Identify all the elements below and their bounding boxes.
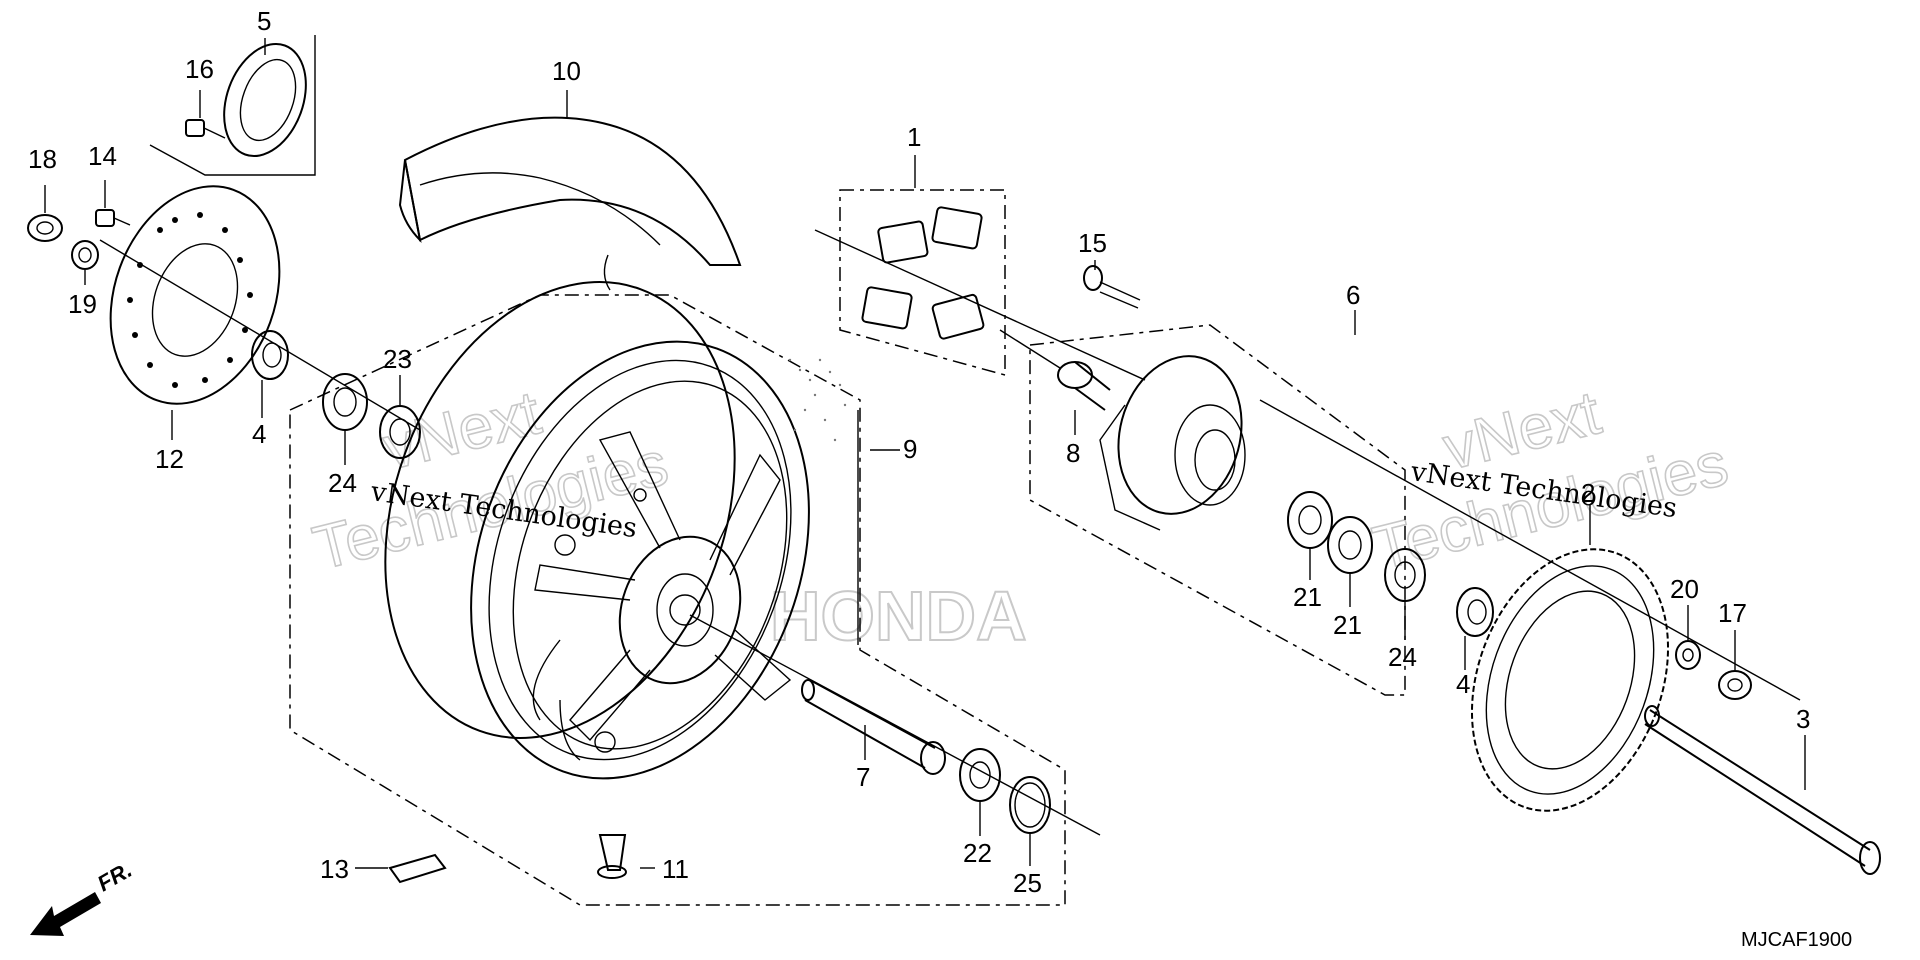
callout-22: 22: [963, 838, 992, 868]
callout-11: 11: [662, 854, 689, 884]
tire-part: [398, 116, 742, 291]
brake-disc-part: [109, 185, 281, 405]
damper-line-2: [999, 329, 1061, 369]
callout-25: 25: [1013, 868, 1042, 898]
wheel-assembly-outline: [289, 294, 1066, 906]
bearing-21-a-part: [1287, 491, 1333, 549]
bearing-22-part: [959, 748, 1001, 802]
hub-shading: [788, 358, 847, 442]
diagram-code: MJCAF1900: [1741, 929, 1852, 951]
bolt-14-part: [95, 209, 131, 227]
sensor-ring-box: [149, 35, 316, 176]
callout-1: 1: [907, 122, 921, 152]
callout-18: 18: [28, 144, 57, 174]
seal-23-part: [379, 405, 421, 459]
collar-4-left-part: [251, 330, 289, 380]
callout-10: 10: [552, 56, 581, 86]
callout-6: 6: [1346, 280, 1360, 310]
callout-5: 5: [257, 6, 271, 36]
callout-9: 9: [903, 434, 917, 464]
valve-11-part: [597, 834, 627, 879]
distance-collar-7-part: [801, 679, 946, 775]
balance-weight-13-part: [388, 853, 447, 884]
collar-8-part: [1057, 361, 1111, 411]
sensor-ring-part: [223, 42, 307, 158]
nut-18-part: [27, 214, 63, 242]
final-driven-flange-part: [1099, 355, 1246, 531]
front-arrow-icon: [30, 892, 101, 936]
axle-line-right: [689, 614, 1101, 836]
axle-line-hub: [1259, 399, 1801, 701]
front-direction-indicator: FR.: [30, 857, 136, 936]
washer-19-part: [71, 240, 99, 270]
callout-15: 15: [1078, 228, 1107, 258]
callout-2: 2: [1581, 478, 1595, 508]
callouts: 1 2 3 4 4 5 6 7 8 9 10 11 12 13 14 15 16…: [28, 6, 1810, 898]
watermark-right: vNext Technologies vNext Technologies: [1366, 377, 1735, 584]
callout-17: 17: [1718, 598, 1747, 628]
callout-14: 14: [88, 141, 117, 171]
callout-24-left: 24: [328, 468, 357, 498]
washer-20-part: [1675, 640, 1701, 670]
callout-20: 20: [1670, 574, 1699, 604]
callout-12: 12: [155, 444, 184, 474]
callout-7: 7: [856, 762, 870, 792]
bearing-21-b-part: [1327, 516, 1373, 574]
watermark-left: vNext Technologies vNext Technologies: [306, 377, 675, 584]
callout-3: 3: [1796, 704, 1810, 734]
hub-assembly-outline: [1029, 324, 1406, 696]
leader-lines: [44, 38, 1806, 869]
callout-13: 13: [320, 854, 349, 884]
front-label: FR.: [93, 857, 136, 896]
axle-3-part: [1644, 705, 1881, 875]
watermark-brand: HONDA: [770, 577, 1027, 655]
callout-21-a: 21: [1293, 582, 1322, 612]
rear-wheel-part: [384, 281, 810, 780]
callout-8: 8: [1066, 438, 1080, 468]
callout-21-b: 21: [1333, 610, 1362, 640]
callout-4-right: 4: [1456, 669, 1470, 699]
callout-23: 23: [383, 344, 412, 374]
callout-16: 16: [185, 54, 214, 84]
callout-4-left: 4: [252, 419, 266, 449]
callout-24-right: 24: [1388, 642, 1417, 672]
sprocket-part: [1470, 548, 1670, 812]
collar-4-right-part: [1456, 587, 1494, 637]
bearing-24-left-part: [322, 373, 368, 431]
callout-19: 19: [68, 289, 97, 319]
damper-part: [861, 206, 985, 340]
bolt-16-part: [185, 119, 226, 139]
damper-assembly-outline: [839, 189, 1006, 376]
nut-17-part: [1718, 670, 1752, 700]
damper-line: [814, 229, 1146, 381]
bolt-15-part: [1083, 265, 1141, 309]
